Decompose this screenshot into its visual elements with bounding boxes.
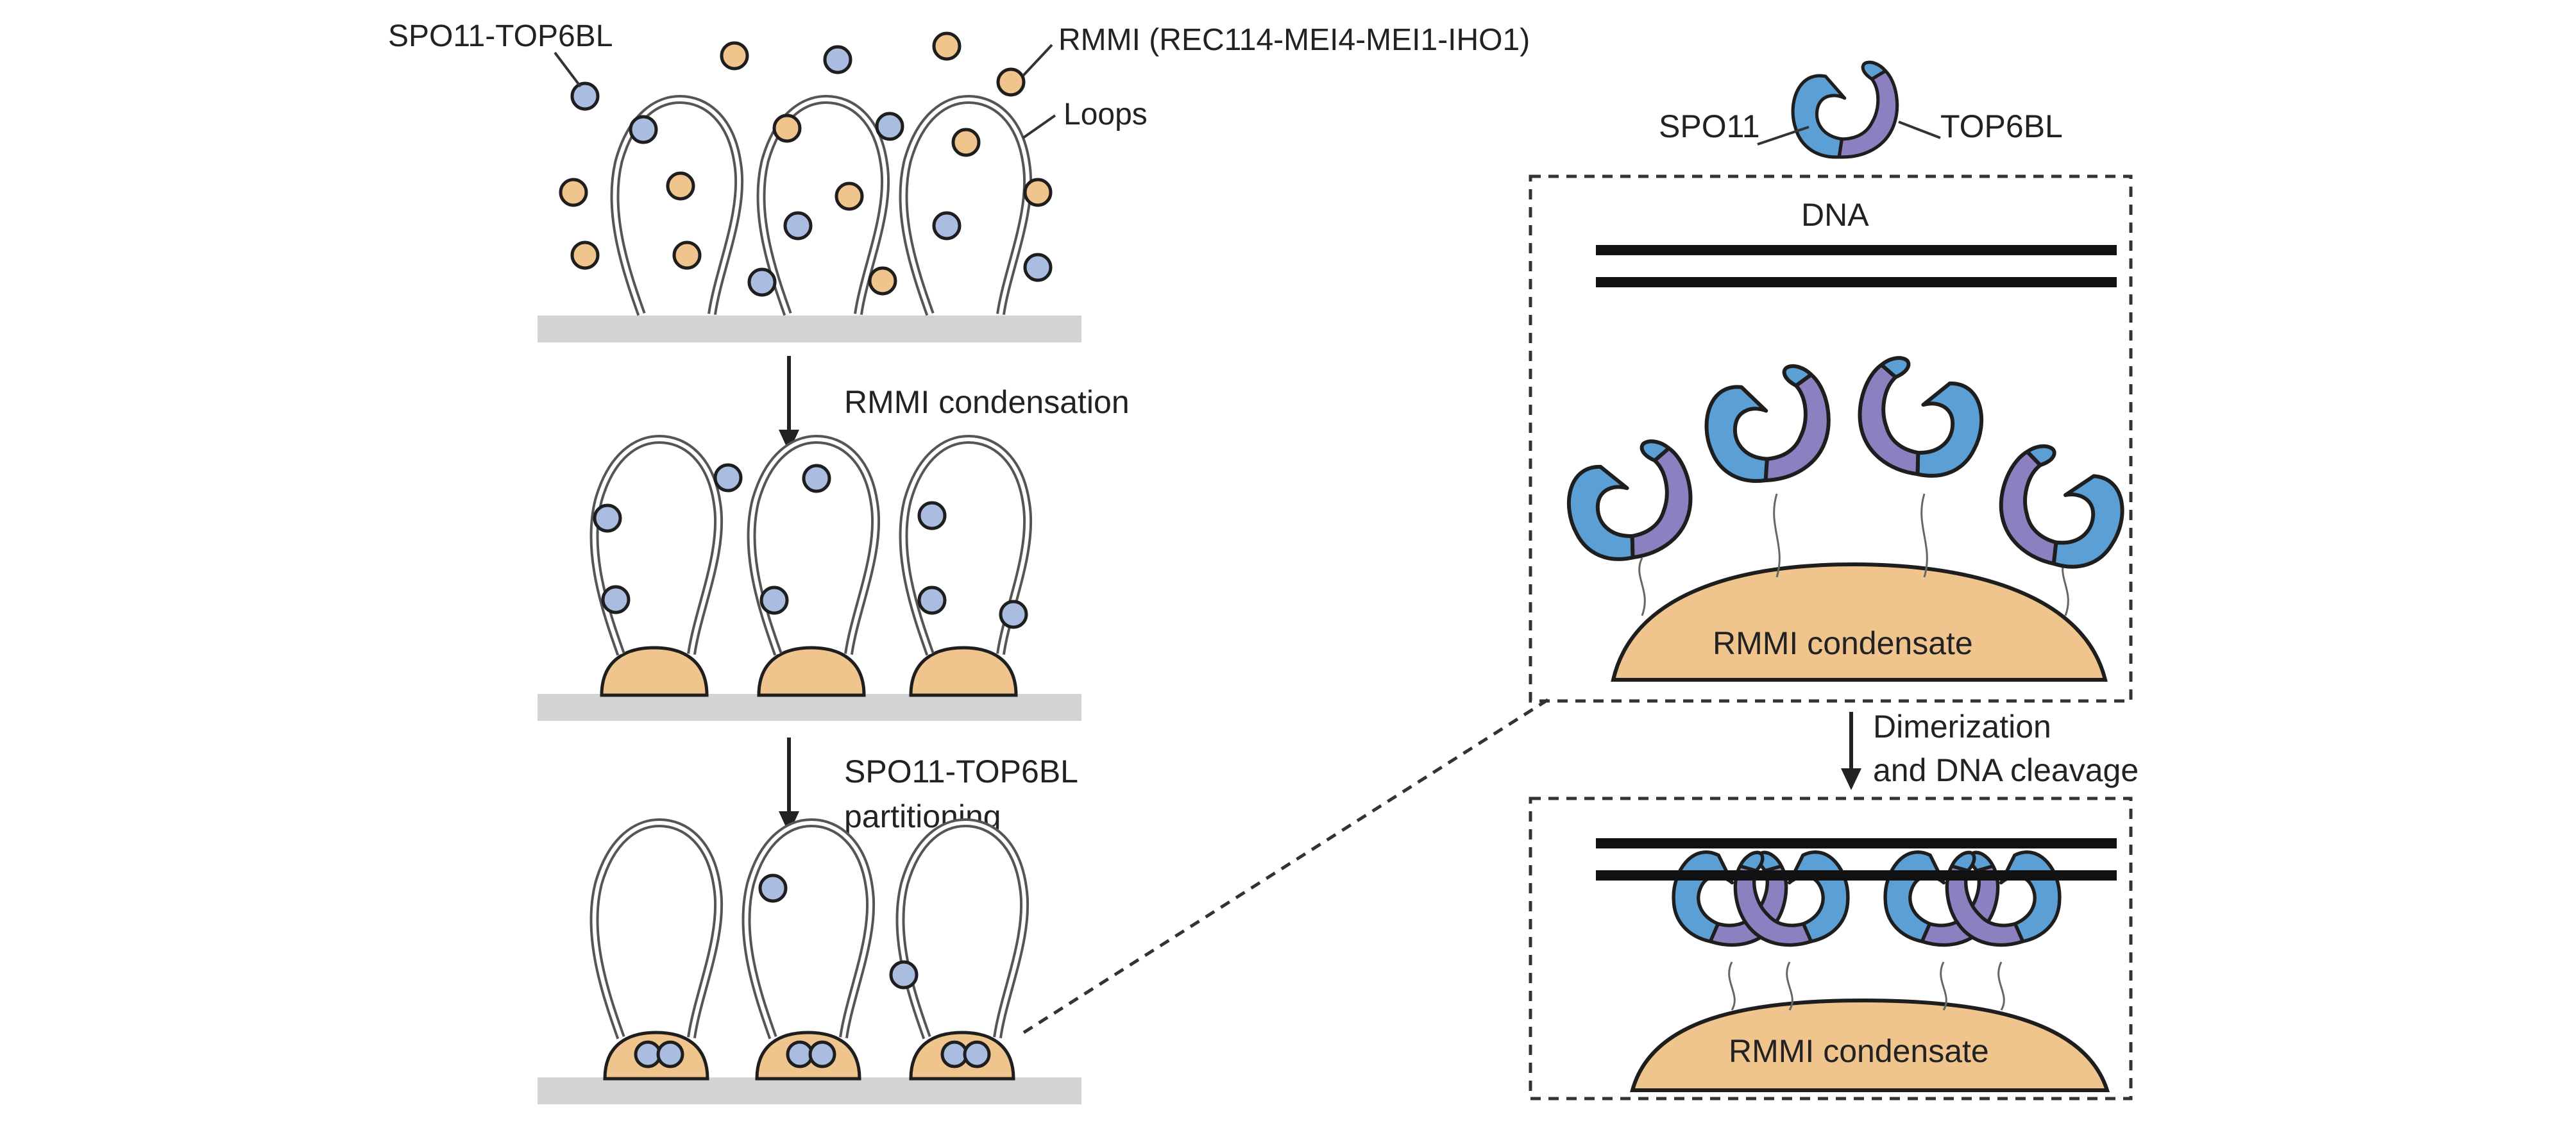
spo11-top6bl-complex-icon [1793, 62, 1897, 157]
zoom-box-before: DNA RMMI condensate [1529, 174, 2135, 703]
step-2-label-line-2: partitioning [844, 798, 1001, 834]
left-panel: SPO11-TOP6BL RMMI (REC114-MEI4-MEI1-IHO1… [388, 19, 1530, 1104]
complex-top-4 [1988, 439, 2135, 578]
right-panel: SPO11 TOP6BL DNA RMMI condensate [1529, 62, 2139, 1100]
top6bl-label: TOP6BL [1940, 108, 2063, 144]
complex-legend: SPO11 TOP6BL [1659, 62, 2063, 157]
arrow-partitioning: SPO11-TOP6BL partitioning [779, 738, 1078, 834]
condensate-blob-2c [909, 646, 1018, 697]
step-2-label-line-1: SPO11-TOP6BL [844, 754, 1078, 789]
chromosome-axis-1 [538, 316, 1081, 342]
rmmi-label: RMMI (REC114-MEI4-MEI1-IHO1) [1058, 23, 1530, 57]
zoom-connector-line [1022, 697, 1550, 1034]
rmmi-condensate-top [1611, 562, 2108, 682]
step-1-label: RMMI condensation [844, 384, 1130, 420]
arrow-condensation: RMMI condensation [779, 356, 1130, 452]
spo11-top6bl-dots-1 [570, 45, 1053, 297]
loop-3b [746, 823, 870, 1038]
rmmi-condensate-bottom [1630, 998, 2110, 1092]
loops-label: Loops [1063, 97, 1148, 131]
spo11-top6bl-dots-2 [593, 463, 1028, 629]
stage-2-condensation [538, 439, 1081, 721]
complex-top-3 [1851, 353, 1990, 484]
zoom-box-after: RMMI condensate [1529, 797, 2133, 1100]
tethers-bottom [1728, 961, 2005, 1011]
step-3-label-line-1: Dimerization [1873, 709, 2051, 745]
leader-lines-1 [554, 44, 1056, 139]
spo11-top6bl-dots-3 [634, 873, 991, 1068]
chromosome-axis-3 [538, 1077, 1081, 1104]
stage-1-dispersed: SPO11-TOP6BL RMMI (REC114-MEI4-MEI1-IHO1… [388, 19, 1530, 342]
loop-3a [594, 823, 718, 1038]
loop-2a [594, 439, 718, 654]
condensate-blob-2b [757, 646, 866, 697]
complex-top-1 [1560, 436, 1700, 567]
spo11-top6bl-label: SPO11-TOP6BL [388, 19, 613, 53]
condensate-label-bottom: RMMI condensate [1729, 1033, 1989, 1069]
dna-label: DNA [1801, 197, 1869, 233]
step-3-label-line-2: and DNA cleavage [1873, 752, 2139, 788]
arrow-dimerization: Dimerization and DNA cleavage [1841, 709, 2139, 790]
complex-top-2 [1702, 364, 1834, 485]
condensate-label-top: RMMI condensate [1713, 625, 1973, 661]
spo11-label: SPO11 [1659, 108, 1760, 144]
rmmi-dots-1 [559, 31, 1053, 296]
dimer-2 [1875, 832, 2071, 957]
loop-3c [900, 823, 1024, 1038]
condensate-blob-2a [600, 646, 709, 697]
dimer-1 [1663, 832, 1859, 957]
chromosome-axis-2 [538, 694, 1081, 721]
stage-3-partitioning [538, 823, 1081, 1104]
